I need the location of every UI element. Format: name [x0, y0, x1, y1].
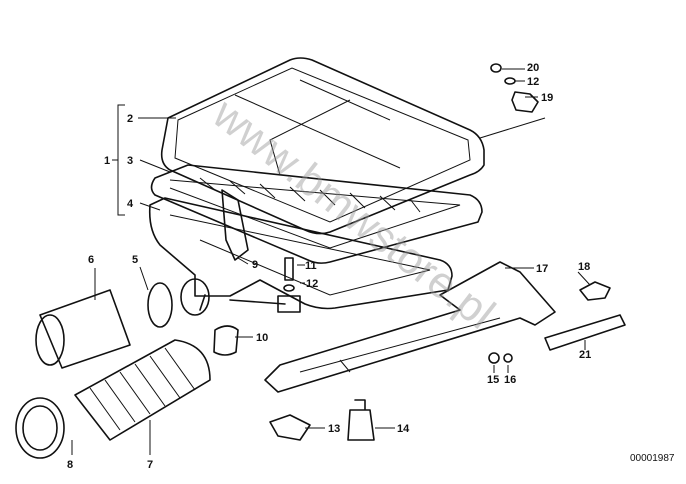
label-3: 3: [127, 155, 133, 167]
mounting-bracket: [264, 261, 556, 393]
label-18: 18: [578, 261, 590, 273]
label-11: 11: [305, 260, 317, 272]
label-13: 13: [328, 423, 340, 435]
leader-lines: [71, 68, 591, 455]
small-parts: [213, 63, 626, 441]
filter-element: [150, 164, 483, 264]
label-10: 10: [256, 332, 268, 344]
label-12: 12: [306, 278, 318, 290]
label-12-top: 12: [527, 76, 539, 88]
label-19: 19: [541, 92, 553, 104]
label-9: 9: [252, 259, 258, 271]
label-14: 14: [397, 423, 410, 435]
label-17: 17: [536, 263, 548, 275]
label-7: 7: [147, 459, 153, 471]
label-8: 8: [67, 459, 73, 471]
label-16: 16: [504, 374, 516, 386]
label-20: 20: [527, 62, 539, 74]
label-5: 5: [132, 254, 138, 266]
label-4: 4: [127, 198, 134, 210]
part-labels: 20 12 19 2 1 3 4 6 5 9 11 12 17 18 10 21…: [67, 62, 675, 471]
label-15: 15: [487, 374, 499, 386]
air-filter-lid: [160, 57, 485, 235]
label-2: 2: [127, 113, 133, 125]
filter-housing: [148, 189, 453, 316]
intake-parts: [15, 282, 211, 459]
drawing-number: 00001987: [630, 453, 675, 464]
label-1: 1: [104, 155, 110, 167]
label-21: 21: [579, 349, 591, 361]
label-6: 6: [88, 254, 94, 266]
